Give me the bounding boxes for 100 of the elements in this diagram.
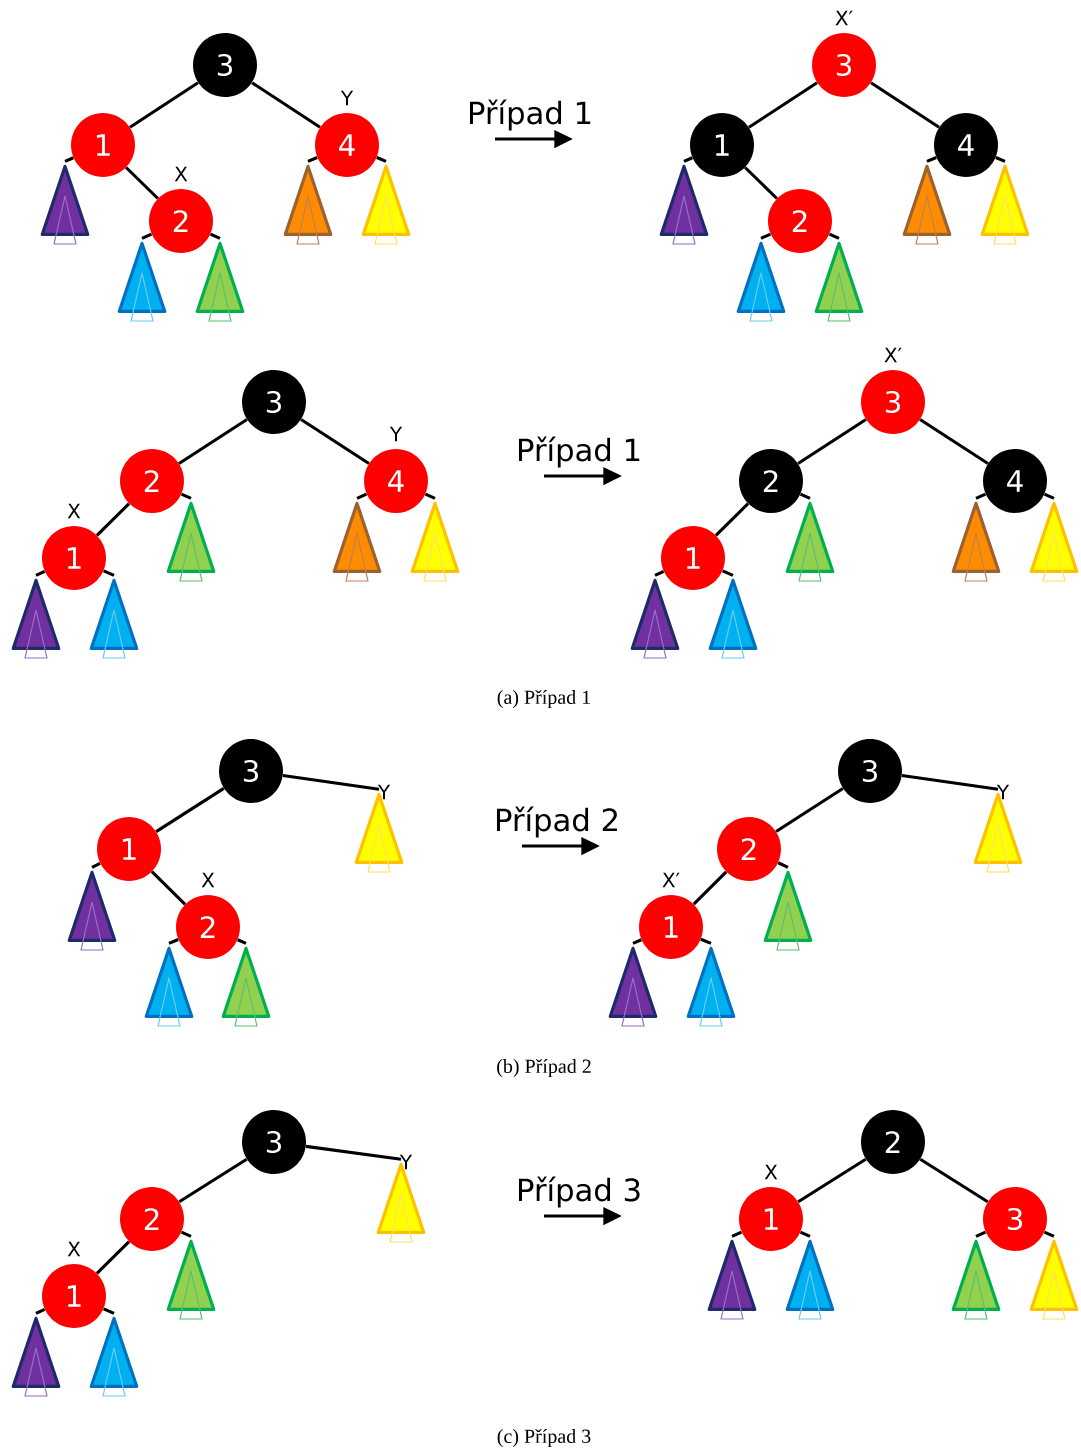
tree-edge — [178, 418, 248, 465]
node-label: Y — [399, 1154, 413, 1170]
tree-edge — [95, 502, 131, 537]
subtree-triangle — [89, 1316, 139, 1397]
tree-edge — [424, 492, 436, 500]
subtree-triangle — [951, 501, 1001, 582]
tree-edge — [799, 492, 811, 500]
node-label: X′ — [835, 10, 853, 26]
tree-node: 3 — [861, 370, 925, 434]
subtree-triangle — [195, 241, 245, 322]
subtree-triangle — [763, 870, 813, 951]
tree-node: 2 — [120, 449, 184, 513]
tree-node: 2 — [176, 895, 240, 959]
node-label: Y — [340, 90, 354, 106]
subtree-triangle — [332, 501, 382, 582]
node-label: X — [764, 1164, 778, 1180]
case-label: Případ 1 — [519, 436, 640, 468]
case-label: Případ 3 — [519, 1176, 640, 1208]
tree-node: 2 — [120, 1187, 184, 1251]
subtree-triangle — [1029, 501, 1079, 582]
caption: (c) Případ 3 — [497, 1428, 591, 1448]
tree-edge — [282, 774, 380, 791]
subtree-triangle — [166, 501, 216, 582]
tree-edge — [103, 1307, 115, 1315]
tree-edge — [168, 938, 179, 945]
tree-edge — [714, 502, 750, 537]
tree-node: 2 — [768, 189, 832, 253]
tree-node: 3 — [838, 739, 902, 803]
tree-edge — [180, 1230, 192, 1238]
subtree-triangle — [221, 946, 271, 1027]
tree-edge — [828, 232, 840, 240]
tree-node: 3 — [219, 739, 283, 803]
tree-edge — [91, 861, 101, 869]
tree-edge — [926, 156, 937, 163]
subtree-triangle — [11, 1316, 61, 1397]
tree-edge — [995, 156, 1006, 163]
tree-edge — [356, 492, 368, 500]
tree-node: 1 — [690, 113, 754, 177]
case-label: Případ 2 — [497, 806, 617, 838]
tree-node: 2 — [149, 189, 213, 253]
tree-edge — [799, 1230, 811, 1238]
tree-edge — [95, 1240, 131, 1275]
tree-edge — [901, 774, 999, 791]
tree-edge — [178, 1157, 248, 1204]
tree-edge — [744, 166, 778, 200]
tree-edge — [35, 1308, 46, 1315]
subtree-triangle — [166, 1239, 216, 1320]
tree-edge — [797, 418, 867, 465]
node-label: X — [201, 872, 215, 888]
tree-edge — [251, 81, 321, 129]
node-label: Y — [389, 426, 403, 442]
tree-edge — [700, 937, 712, 945]
tree-node: 1 — [661, 526, 725, 590]
tree-edge — [141, 232, 153, 240]
tree-node: 1 — [71, 113, 135, 177]
tree-edge — [654, 570, 665, 577]
tree-edge — [35, 570, 46, 577]
subtree-triangle — [40, 164, 90, 245]
node-label: X′ — [662, 872, 680, 888]
tree-edge — [129, 81, 199, 129]
subtree-triangle — [67, 870, 117, 951]
tree-edge — [376, 156, 387, 163]
subtree-triangle — [283, 164, 333, 245]
tree-edge — [731, 1230, 743, 1238]
subtree-triangle — [785, 501, 835, 582]
tree-edge — [307, 156, 318, 163]
tree-edge — [150, 870, 187, 906]
tree-node: 4 — [934, 113, 998, 177]
tree-edge — [919, 418, 989, 465]
node-label: X — [67, 503, 81, 519]
caption: (a) Případ 1 — [497, 689, 590, 709]
tree-node: 4 — [983, 449, 1047, 513]
tree-edge — [103, 569, 115, 577]
tree-edge — [870, 81, 940, 129]
subtree-triangle — [144, 946, 194, 1027]
tree-edge — [300, 418, 370, 465]
tree-edge — [919, 1157, 989, 1204]
tree-edge — [975, 1230, 987, 1238]
tree-edge — [209, 232, 221, 240]
tree-node: 1 — [97, 817, 161, 881]
subtree-triangle — [608, 946, 658, 1027]
tree-edge — [760, 232, 772, 240]
tree-edge — [775, 787, 844, 833]
subtree-triangle — [89, 578, 139, 659]
subtree-triangle — [630, 578, 680, 659]
tree-node: 1 — [639, 895, 703, 959]
subtree-triangle — [1029, 1239, 1079, 1320]
tree-node: 3 — [242, 370, 306, 434]
tree-node: 4 — [315, 113, 379, 177]
node-label: Y — [377, 784, 391, 800]
tree-node: 3 — [193, 33, 257, 97]
subtree-triangle — [707, 1239, 757, 1320]
tree-edge — [692, 870, 728, 906]
caption: (b) Případ 2 — [497, 1058, 591, 1078]
subtree-triangle — [902, 164, 952, 245]
subtree-triangle — [736, 241, 786, 322]
tree-edge — [125, 166, 159, 200]
subtree-triangle — [814, 241, 864, 322]
tree-edge — [237, 938, 247, 945]
subtree-triangle — [410, 501, 460, 582]
